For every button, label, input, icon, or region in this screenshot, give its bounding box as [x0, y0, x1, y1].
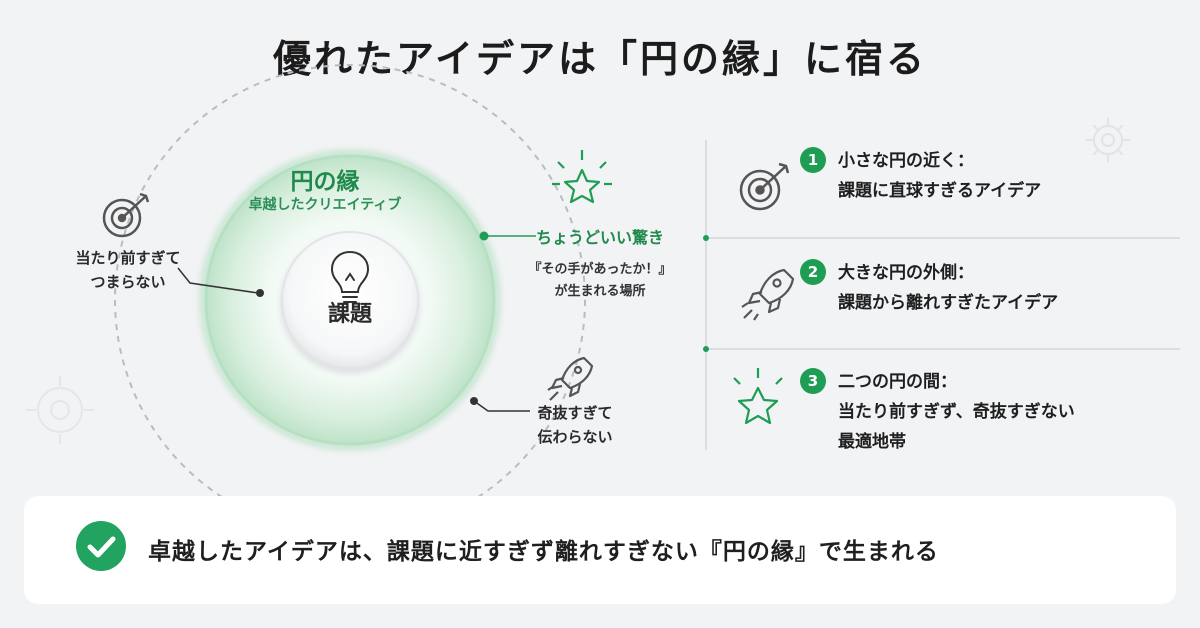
far-label: 奇抜すぎて 伝わらない	[520, 401, 630, 449]
sweet-spot-caption: 『その手があったか！』 が生まれる場所	[505, 259, 695, 303]
sweet-spot-line: が生まれる場所	[554, 284, 646, 299]
panel-node-2	[703, 346, 709, 352]
conclusion-text: 卓越したアイデアは、課題に近すぎず離れすぎない『円の縁』で生まれる	[148, 539, 939, 565]
far-label-line: 奇抜すぎて	[537, 404, 613, 422]
item-description: 当たり前すぎず、奇抜すぎない	[838, 402, 1075, 422]
far-leader-line	[473, 400, 530, 412]
gear-icon	[26, 376, 94, 444]
core-label: 課題	[327, 302, 372, 327]
item-description: 最適地帯	[838, 432, 906, 452]
rocket-icon	[547, 356, 594, 401]
sparkle-star-icon	[552, 150, 612, 204]
number-badge: 3	[800, 368, 826, 394]
target-icon	[102, 192, 150, 238]
item-heading: 二つの円の間：	[838, 372, 957, 392]
sweet-leader-dot	[479, 231, 489, 241]
list-item: 1 小さな円の近く： 課題に直球すぎるアイデア	[800, 146, 1180, 206]
near-leader-dot	[256, 289, 264, 297]
near-label-line: 当たり前すぎて	[75, 249, 181, 267]
list-item: 3 二つの円の間： 当たり前すぎず、奇抜すぎない 最適地帯	[800, 367, 1180, 457]
outer-dashed-circle	[114, 64, 586, 536]
item-description: 課題に直球すぎるアイデア	[838, 181, 1042, 201]
item-description: 課題から離れすぎたアイデア	[838, 293, 1059, 313]
near-label: 当たり前すぎて つまらない	[48, 246, 208, 294]
far-label-line: 伝わらない	[537, 428, 613, 446]
target-icon	[739, 162, 790, 211]
gear-icon	[1086, 118, 1130, 162]
item-heading: 大きな円の外側：	[838, 263, 974, 283]
rocket-icon	[741, 268, 795, 321]
panel-node-1	[703, 235, 709, 241]
ring-subtitle: 卓越したクリエイティブ	[248, 197, 402, 213]
page-title: 優れたアイデアは「円の縁」に宿る	[272, 37, 928, 81]
sparkle-star-icon	[733, 368, 783, 425]
item-heading: 小さな円の近く：	[838, 151, 974, 171]
number-badge: 2	[800, 259, 826, 285]
check-circle-icon	[76, 521, 126, 571]
ring-title: 円の縁	[290, 169, 360, 195]
near-leader-line	[177, 267, 259, 294]
conclusion-card: 卓越したアイデアは、課題に近すぎず離れすぎない『円の縁』で生まれる	[24, 496, 1176, 604]
number-badge: 1	[800, 147, 826, 173]
green-ring-glow	[199, 149, 501, 451]
lightbulb-icon	[330, 250, 370, 303]
near-label-line: つまらない	[90, 273, 166, 291]
list-item: 2 大きな円の外側： 課題から離れすぎたアイデア	[800, 258, 1180, 318]
sweet-spot-line: 『その手があったか！』	[528, 262, 672, 277]
far-leader-dot	[470, 397, 478, 405]
sweet-spot-title: ちょうどいい驚き	[535, 228, 664, 247]
core-circle	[281, 231, 419, 369]
